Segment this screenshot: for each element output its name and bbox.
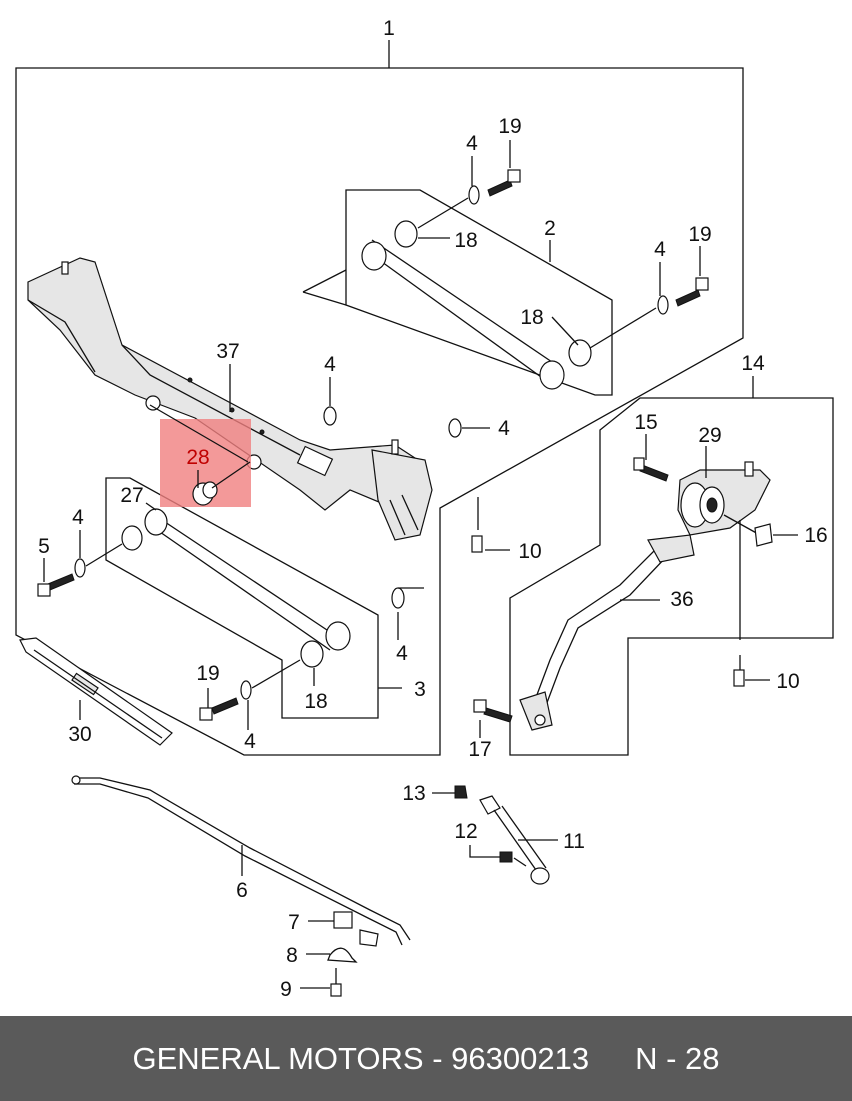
- assembly-2-outline: [302, 189, 613, 396]
- callout-3: 3: [414, 678, 426, 701]
- callout-27: 27: [120, 484, 143, 507]
- callout-10: 10: [776, 670, 799, 693]
- callout-18: 18: [304, 690, 327, 713]
- callout-4: 4: [466, 132, 478, 155]
- callout-2: 2: [544, 217, 556, 240]
- upper-control-arm: [361, 169, 709, 390]
- callout-6: 6: [236, 879, 248, 902]
- callout-4: 4: [396, 642, 408, 665]
- highlight-part-28: [149, 404, 251, 507]
- callout-10: 10: [518, 540, 541, 563]
- footer-brand-part-number: GENERAL MOTORS - 96300213: [132, 1040, 590, 1076]
- callout-4: 4: [324, 353, 336, 376]
- callout-37: 37: [216, 340, 239, 363]
- lower-control-arm: [37, 508, 351, 721]
- footer-page: N - 28: [635, 1040, 720, 1076]
- leader-lines: [43, 140, 798, 989]
- callout-4: 4: [72, 506, 84, 529]
- callout-19: 19: [196, 662, 219, 685]
- callout-4: 4: [244, 730, 256, 753]
- callout-16: 16: [804, 524, 827, 547]
- callout-28: 28: [186, 446, 209, 469]
- callout-4: 4: [498, 417, 510, 440]
- callout-12: 12: [454, 820, 477, 843]
- callout-13: 13: [402, 782, 425, 805]
- stabilizer-link: [454, 785, 550, 885]
- callout-19: 19: [498, 115, 521, 138]
- callout-1: 1: [383, 17, 395, 40]
- callout-labels: 1 19 4 2 18 19 4 18 37 4 14 4 15 29 28 2…: [38, 17, 828, 1001]
- callout-7: 7: [288, 911, 300, 934]
- callout-19: 19: [688, 223, 711, 246]
- callout-36: 36: [670, 588, 693, 611]
- callout-29: 29: [698, 424, 721, 447]
- callout-8: 8: [286, 944, 298, 967]
- parts-diagram: 1 19 4 2 18 19 4 18 37 4 14 4 15 29 28 2…: [15, 17, 834, 1001]
- callout-14: 14: [741, 352, 765, 375]
- rod-30: [19, 637, 173, 746]
- stabilizer-bar: [71, 775, 411, 997]
- assembly-14-outline: [509, 376, 834, 756]
- assembly-1-outline: [15, 40, 744, 756]
- callout-30: 30: [68, 723, 91, 746]
- callout-18: 18: [454, 229, 477, 252]
- footer-bar: GENERAL MOTORS - 96300213 N - 28: [0, 1016, 852, 1101]
- washers: [323, 406, 462, 609]
- callout-15: 15: [634, 411, 657, 434]
- callout-5: 5: [38, 535, 50, 558]
- callout-17: 17: [468, 738, 491, 761]
- callout-9: 9: [280, 978, 292, 1001]
- callout-4: 4: [654, 238, 666, 261]
- callout-11: 11: [563, 830, 585, 853]
- trailing-link-assembly: [471, 457, 773, 731]
- callout-18: 18: [520, 306, 543, 329]
